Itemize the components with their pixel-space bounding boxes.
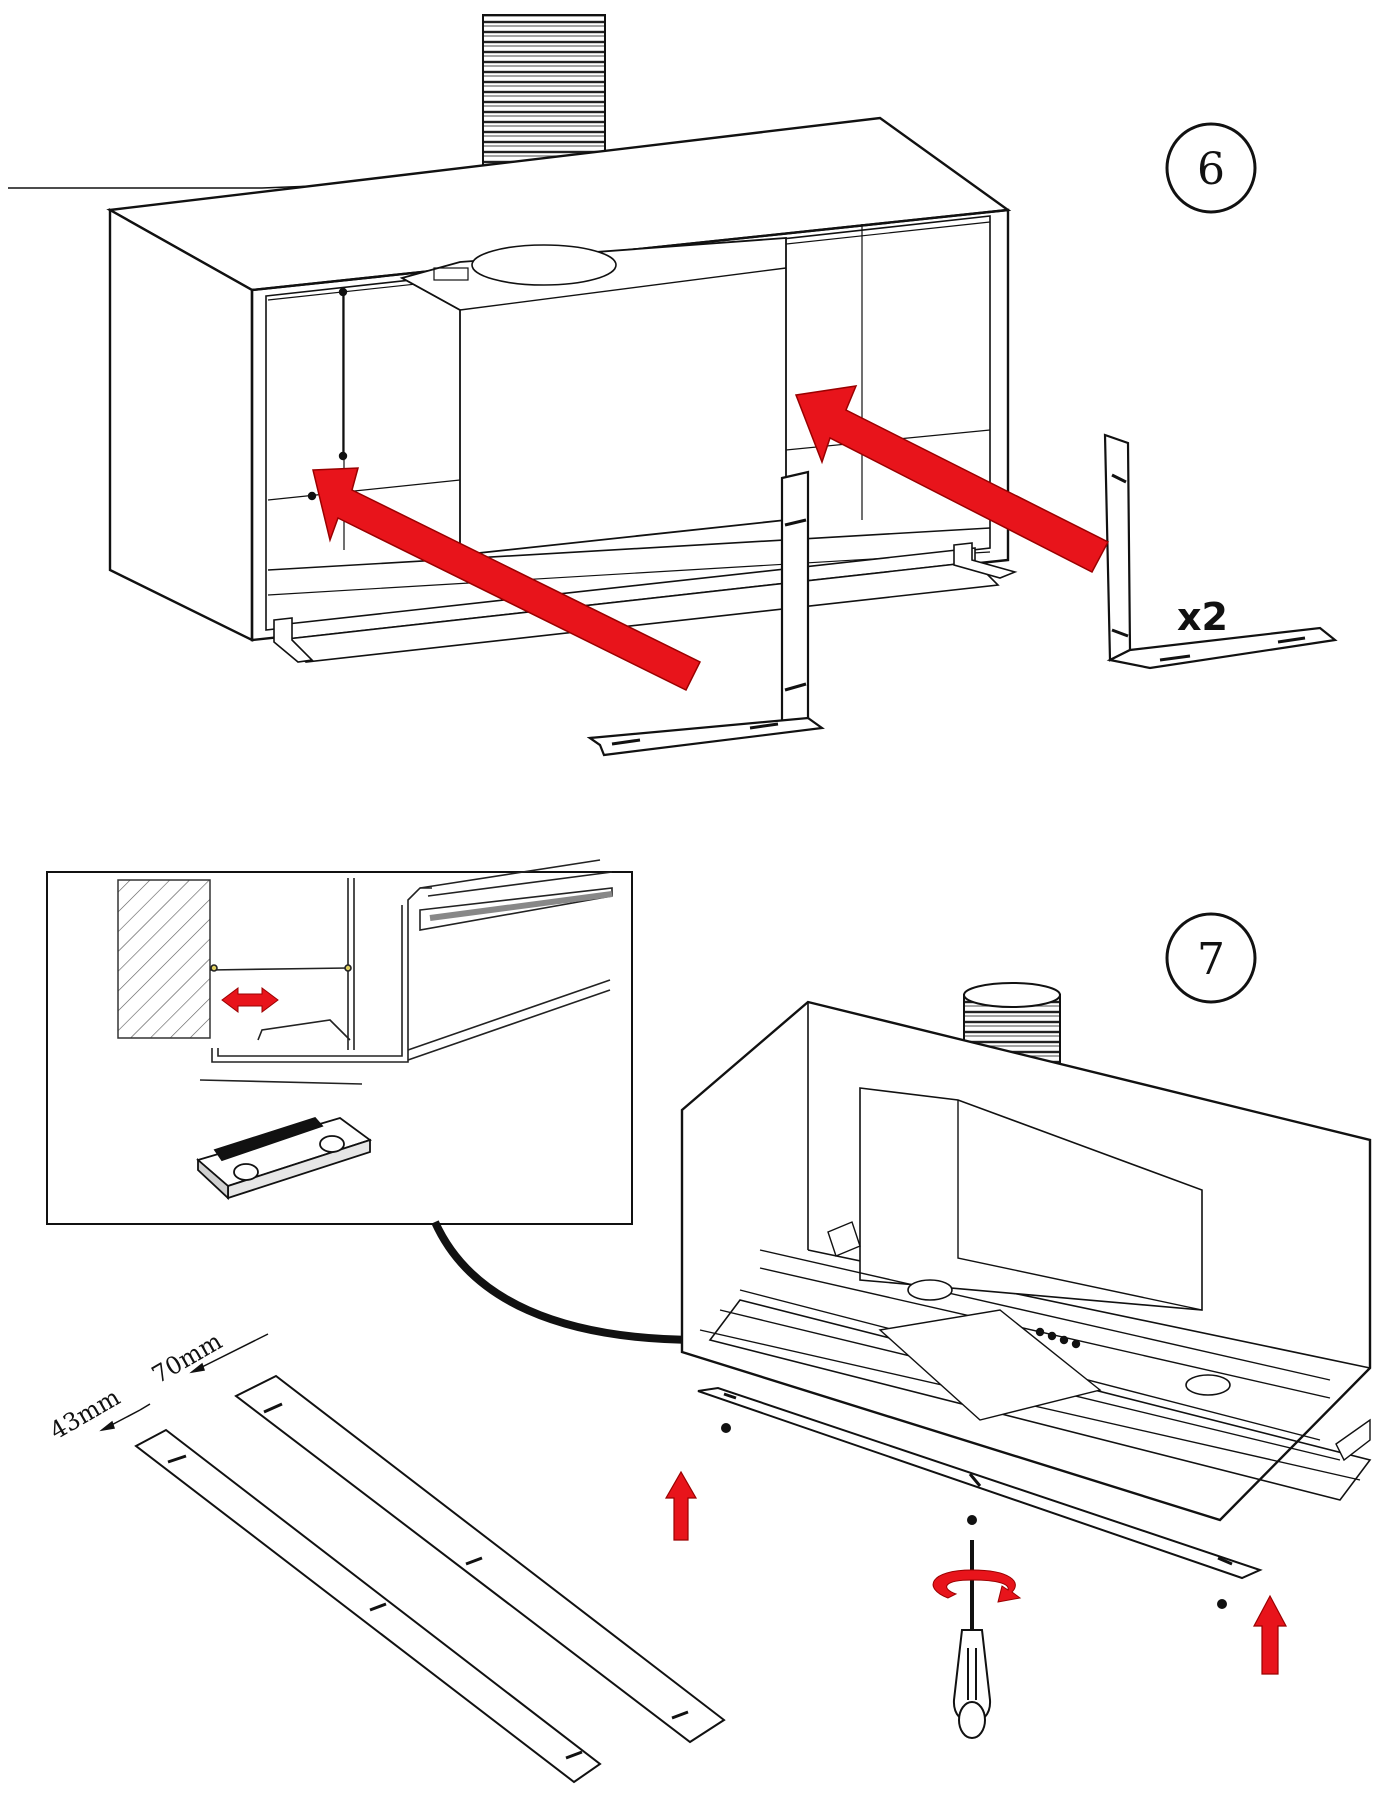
rotate-arrow-icon — [932, 1569, 1022, 1603]
step-7-badge — [1165, 912, 1257, 1004]
dimension-43mm: 43mm — [45, 1383, 125, 1445]
step-6-illustration: 6 x2 — [8, 14, 1338, 757]
hood-box-underside — [680, 1000, 1372, 1522]
step-6-badge — [1165, 122, 1257, 214]
strip-70mm-icon — [234, 1374, 726, 1744]
strip-43mm-icon — [134, 1428, 602, 1784]
step-7-illustration: 7 — [45, 859, 1372, 1784]
quantity-label: x2 — [1177, 595, 1228, 639]
step-6-number: 6 — [1197, 144, 1225, 195]
dimension-70mm: 70mm — [147, 1327, 227, 1389]
l-bracket-front-icon — [586, 470, 825, 757]
double-arrow-icon — [221, 987, 279, 1013]
measuring-gauge-icon — [196, 1116, 372, 1201]
up-arrow-icon — [664, 1470, 698, 1541]
dimension-marks — [99, 1333, 269, 1432]
hood-box — [106, 116, 1018, 663]
step-7-number: 7 — [1197, 934, 1225, 985]
detail-inset — [46, 859, 633, 1225]
leader-curve — [431, 1220, 701, 1344]
up-arrow-icon — [1253, 1594, 1287, 1675]
l-bracket-side-icon — [1103, 433, 1338, 670]
mounting-strip-icon — [697, 1386, 1263, 1609]
screwdriver-icon — [952, 1540, 992, 1739]
insertion-arrow-icon — [312, 385, 1110, 692]
